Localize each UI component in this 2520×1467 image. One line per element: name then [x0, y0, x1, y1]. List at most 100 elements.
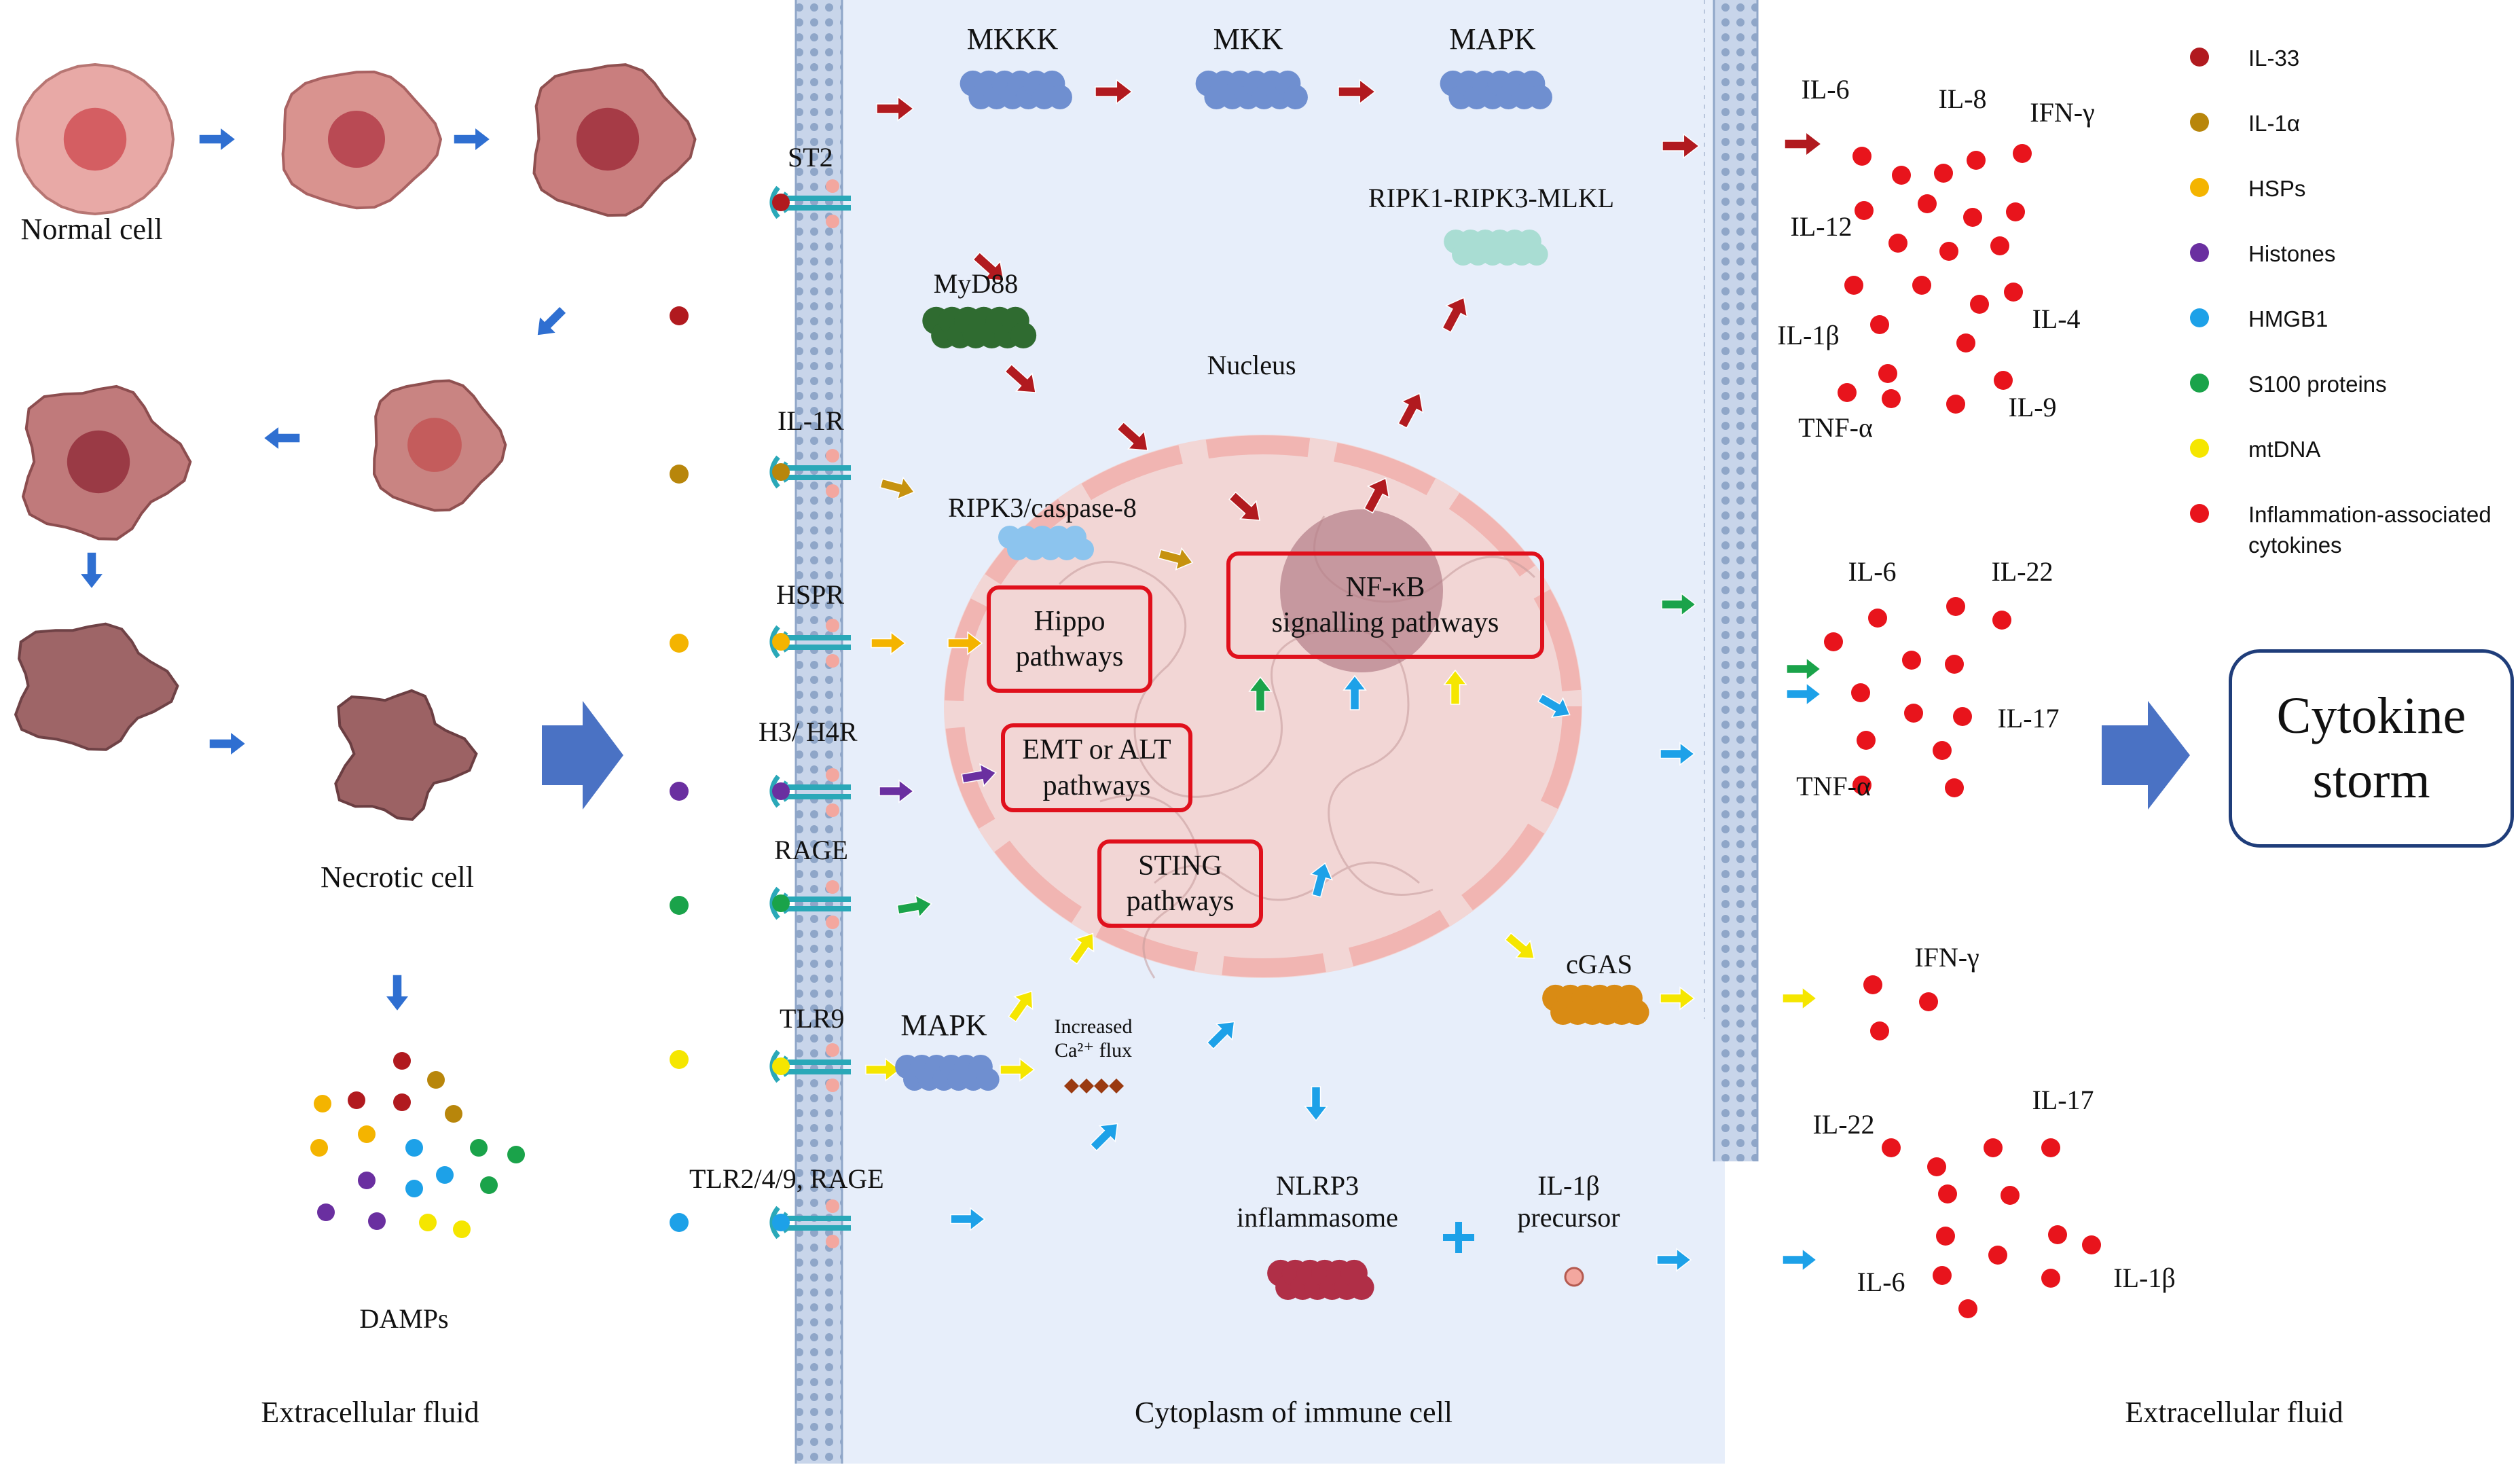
blue-pathway-arrow — [1537, 693, 1571, 719]
legend-dot — [2190, 113, 2209, 132]
damp-dot — [436, 1166, 454, 1184]
receptor-hspr — [769, 619, 851, 668]
myd88-label: MyD88 — [933, 268, 1019, 299]
red-pathway-arrow — [1364, 477, 1390, 514]
cytokine-label-il8: IL-8 — [1938, 84, 1987, 114]
nucleus-label: Nucleus — [1207, 350, 1296, 380]
plus-icon — [1443, 1222, 1474, 1253]
red-pathway-arrow — [1004, 363, 1036, 393]
blue-pathway-arrow — [1660, 742, 1696, 766]
receptor-label-il1r: IL-1R — [778, 405, 844, 436]
red-pathway-arrow — [1398, 393, 1424, 429]
cytokine-dot — [1863, 975, 1882, 994]
legend-dot — [2190, 504, 2209, 523]
calcium-diamond — [1064, 1079, 1079, 1093]
cytokine-dot — [1939, 242, 1958, 261]
cytokine-dot — [1904, 704, 1923, 723]
ruptured-cell — [21, 384, 192, 541]
vacuolated-cell — [372, 379, 507, 512]
cytokine-dot — [2041, 1138, 2060, 1157]
receptor-tlr9 — [769, 1043, 851, 1092]
damp-dot — [348, 1091, 365, 1109]
damp-dot — [470, 1139, 488, 1157]
cytokine-dot — [1992, 611, 2011, 630]
legend-label: S100 proteins — [2248, 372, 2387, 397]
cytokine-dot — [1882, 1138, 1901, 1157]
cytokine-dot — [1927, 1157, 1946, 1176]
yellow-pathway-arrow — [1504, 932, 1535, 959]
legend-dot — [2190, 439, 2209, 458]
receptor-label-tlr9: TLR9 — [780, 1003, 845, 1034]
il1b-precursor-dot — [1564, 1267, 1584, 1287]
cytokine-label-tnfa-b: TNF-α — [1796, 771, 1871, 801]
damp-dot — [358, 1172, 376, 1189]
cell-step-arrow — [78, 551, 105, 590]
calcium-diamond — [1079, 1079, 1094, 1093]
swollen-cell — [532, 63, 697, 217]
cytokine-dot — [2082, 1235, 2101, 1254]
red-pathway-arrow — [1442, 297, 1468, 333]
legend-dot — [2190, 243, 2209, 262]
yellow-pathway-arrow — [1443, 669, 1467, 705]
il1b-precursor-label: IL-1β precursor — [1517, 1170, 1620, 1233]
cytokine-dot — [1994, 371, 2013, 390]
red-pathway-arrow — [876, 95, 915, 122]
receptor-ligand-dot — [772, 194, 790, 211]
calcium-diamond — [1109, 1079, 1124, 1093]
nucleolus — [1280, 509, 1443, 672]
cytokine-label-il6-c: IL-6 — [1857, 1267, 1905, 1297]
mapk-low-label: MAPK — [900, 1009, 987, 1042]
cytokine-dot — [1945, 778, 1964, 797]
cytokine-dot — [1938, 1184, 1957, 1203]
damp-dot — [453, 1220, 471, 1238]
blue-pathway-arrow — [950, 1207, 986, 1231]
released-damp-dot — [670, 782, 689, 801]
legend-dot — [2190, 308, 2209, 327]
receptor-label-hspr: HSPR — [776, 579, 845, 610]
red-pathway-arrow — [1095, 78, 1133, 105]
receptor-label-h3h4r: H3/ H4R — [759, 717, 858, 747]
yellow-pathway-arrow — [1008, 990, 1034, 1023]
disintegrating-cell — [14, 622, 179, 751]
cytokine-dot — [1902, 651, 1921, 670]
legend-label: mtDNA — [2248, 437, 2321, 462]
ripk-mlkl-protein — [1444, 229, 1548, 266]
cytokine-dot — [1855, 201, 1874, 220]
green-pathway-arrow — [896, 894, 932, 918]
cytokine-dot — [1852, 147, 1871, 166]
legend-item: mtDNA — [2190, 435, 2516, 496]
zone-label-center: Cytoplasm of immune cell — [1134, 1396, 1453, 1429]
receptor-ligand-dot — [772, 894, 790, 912]
cytokine-label-il6-b: IL-6 — [1848, 556, 1897, 587]
blue-pathway-arrow — [1089, 1123, 1118, 1152]
blue-pathway-arrow — [1304, 1086, 1328, 1122]
receptor-il1r — [769, 449, 851, 498]
released-damp-dot — [670, 1050, 689, 1069]
cytokine-dot — [1868, 609, 1887, 628]
cytokine-label-il12: IL-12 — [1790, 211, 1852, 242]
cytokine-dot — [1870, 315, 1889, 334]
legend-label: IL-33 — [2248, 46, 2300, 71]
amber-pathway-arrow — [947, 631, 983, 655]
cytokine-dot — [1838, 383, 1857, 402]
purple-pathway-arrow — [879, 779, 915, 803]
red-pathway-arrow — [1784, 130, 1823, 158]
damp-dot — [358, 1125, 376, 1143]
cytokine-dot — [1852, 776, 1871, 795]
nlrp3-protein — [1267, 1259, 1374, 1300]
mkk-protein — [1195, 70, 1308, 109]
cytokine-storm-box: Cytokine storm — [2229, 649, 2514, 848]
cytokine-dot — [2006, 202, 2025, 221]
cytokine-label-il17-b: IL-17 — [2032, 1085, 2094, 1115]
receptor-st2 — [769, 179, 851, 228]
red-pathway-arrow — [1662, 132, 1700, 160]
cytokine-dot — [1882, 389, 1901, 408]
legend-item: Histones — [2190, 239, 2516, 300]
legend-dot — [2190, 178, 2209, 197]
damp-dot — [445, 1105, 462, 1123]
damp-dot — [314, 1095, 331, 1112]
normal-cell-label: Normal cell — [20, 213, 163, 246]
yellow-pathway-arrow — [865, 1057, 901, 1082]
